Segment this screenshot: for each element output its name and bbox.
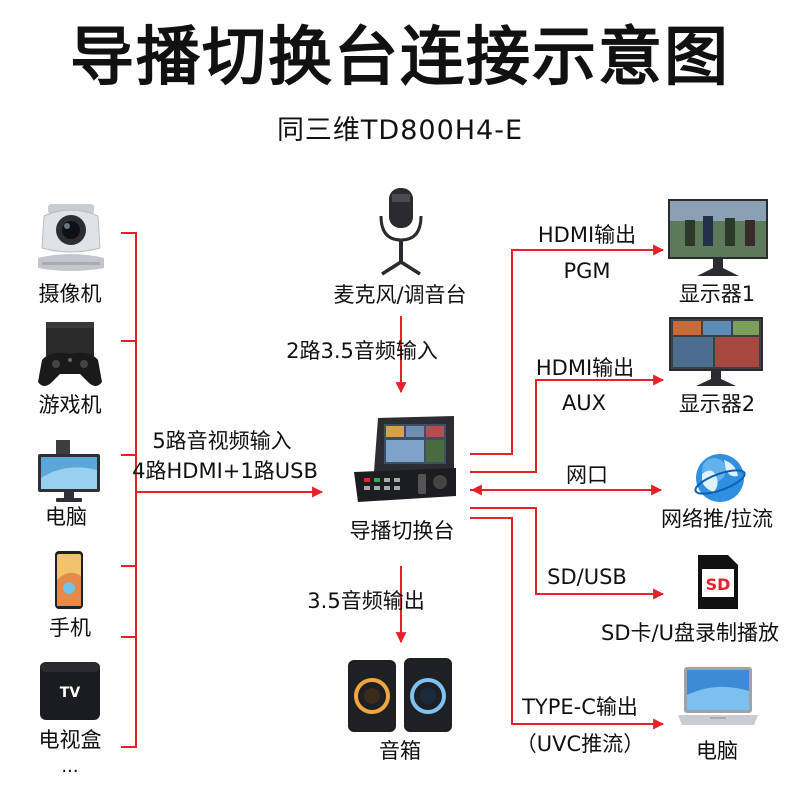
svg-text:TV: TV bbox=[60, 685, 81, 701]
output-5-connector bbox=[470, 517, 665, 730]
phone-node bbox=[54, 550, 84, 610]
sd-card-icon: SD bbox=[698, 555, 738, 609]
page-title: 导播切换台连接示意图 bbox=[70, 21, 730, 95]
monitor-1-node bbox=[667, 198, 769, 278]
microphone-node bbox=[370, 186, 432, 276]
tv-box-node: TV bbox=[38, 660, 102, 722]
output-4-device-label: SD卡/U盘录制播放 bbox=[601, 621, 779, 645]
video-switcher-icon bbox=[354, 416, 456, 502]
input-bracket bbox=[121, 232, 137, 748]
microphone-icon bbox=[379, 188, 423, 276]
output-5-link-top: TYPE-C输出 bbox=[522, 695, 638, 719]
monitor-icon bbox=[669, 317, 763, 386]
tv-box-icon: TV bbox=[40, 662, 100, 720]
page-subtitle: 同三维TD800H4-E bbox=[276, 115, 524, 146]
output-2-link-top: HDMI输出 bbox=[535, 356, 635, 380]
output-1-link-bottom: PGM bbox=[563, 259, 611, 283]
audio-in-device-label: 麦克风/调音台 bbox=[333, 283, 467, 307]
output-5-link-bottom: （UVC推流） bbox=[515, 732, 645, 756]
output-3-link-top: 网口 bbox=[566, 463, 608, 487]
input-label-game-console: 游戏机 bbox=[38, 393, 102, 417]
output-2-link-bottom: AUX bbox=[561, 391, 607, 415]
output-1-device-label: 显示器1 bbox=[678, 282, 756, 306]
audio-in-link-label: 2路3.5音频输入 bbox=[286, 339, 438, 363]
game-console-icon bbox=[38, 322, 102, 386]
camera-node bbox=[34, 200, 108, 274]
smartphone-icon bbox=[55, 551, 83, 609]
svg-text:SD: SD bbox=[706, 575, 731, 594]
output-5-device-label: 电脑 bbox=[696, 739, 738, 763]
pc-node bbox=[36, 440, 102, 504]
input-label-tv-box: 电视盒 bbox=[38, 728, 102, 752]
input-link-label-1: 5路音视频输入 bbox=[152, 429, 292, 453]
input-label-pc: 电脑 bbox=[45, 505, 87, 529]
laptop-icon bbox=[678, 667, 758, 725]
all-in-one-pc-icon bbox=[38, 440, 100, 502]
output-2-device-label: 显示器2 bbox=[678, 392, 756, 416]
input-label-phone: 手机 bbox=[49, 616, 91, 640]
monitor-2-node bbox=[668, 316, 764, 388]
input-label-camera: 摄像机 bbox=[38, 282, 102, 306]
output-2-connector bbox=[470, 374, 665, 473]
speaker-icon bbox=[348, 658, 452, 732]
output-1-connector bbox=[470, 244, 665, 455]
switcher-label: 导播切换台 bbox=[349, 519, 455, 543]
output-3-device-label: 网络推/拉流 bbox=[660, 507, 774, 531]
input-link-label-2: 4路HDMI+1路USB bbox=[132, 459, 318, 483]
audio-out-link-label: 3.5音频输出 bbox=[307, 589, 425, 613]
output-4-connector bbox=[470, 507, 665, 600]
network-node bbox=[694, 452, 746, 504]
sd-card-node: SD bbox=[696, 553, 740, 611]
globe-icon bbox=[694, 454, 746, 502]
game-console-node bbox=[36, 320, 104, 392]
audio-out-device-label: 音箱 bbox=[379, 739, 421, 763]
ptz-camera-icon bbox=[38, 204, 104, 271]
output-1-link-top: HDMI输出 bbox=[537, 223, 637, 247]
output-4-link-top: SD/USB bbox=[547, 565, 627, 589]
laptop-node bbox=[676, 665, 760, 729]
monitor-icon bbox=[668, 199, 768, 276]
speaker-node bbox=[346, 656, 454, 734]
more-inputs-ellipsis: ... bbox=[61, 756, 79, 777]
switcher-node bbox=[352, 414, 458, 504]
